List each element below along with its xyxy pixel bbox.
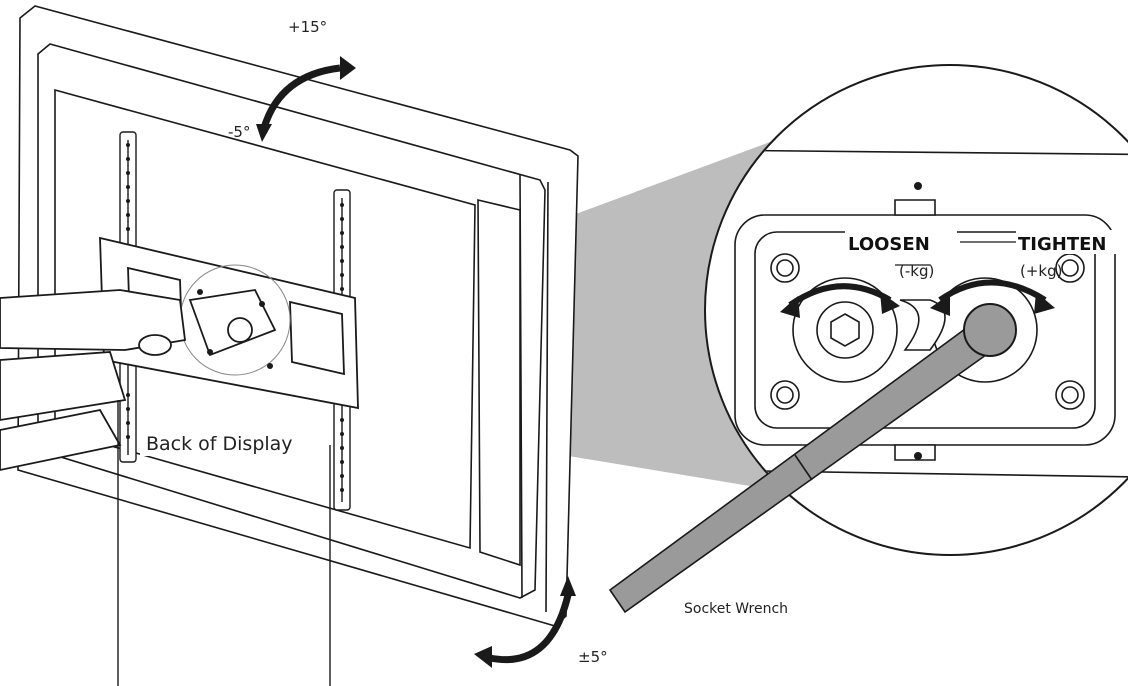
loosen-arrow-icon bbox=[788, 283, 892, 308]
tighten-label: TIGHTEN bbox=[1018, 234, 1106, 255]
rail-hole bbox=[340, 245, 344, 249]
swivel-arrow-icon bbox=[489, 594, 572, 664]
tilt-up-label: +15° bbox=[288, 18, 327, 36]
rail-hole bbox=[340, 217, 344, 221]
tilt-arrow-head-up bbox=[340, 56, 356, 80]
back-label-bg bbox=[140, 424, 318, 456]
rail-hole bbox=[126, 143, 130, 147]
swivel-label: ±5° bbox=[578, 648, 608, 666]
tighten-arrow-icon bbox=[938, 279, 1047, 303]
leader-lines bbox=[117, 400, 331, 686]
rail-hole bbox=[126, 185, 130, 189]
rail-holes bbox=[126, 143, 344, 492]
socket-wrench-label: Socket Wrench bbox=[684, 601, 788, 617]
loosen-arrow-head-left bbox=[780, 296, 800, 318]
tilt-arrow-head-down bbox=[256, 124, 272, 142]
rail-hole bbox=[126, 199, 130, 203]
rail-hole bbox=[126, 435, 130, 439]
rail-hole bbox=[126, 171, 130, 175]
loosen-label-bg bbox=[845, 230, 957, 254]
rail-hole bbox=[340, 259, 344, 263]
loosen-arrow-head-right bbox=[880, 292, 900, 314]
rail-hole bbox=[126, 213, 130, 217]
socket-wrench bbox=[608, 303, 1017, 614]
rail-hole bbox=[126, 157, 130, 161]
label-leaders bbox=[895, 241, 1018, 266]
rail-hole bbox=[126, 393, 130, 397]
loosen-unit-label: (-kg) bbox=[899, 262, 934, 280]
rail-hole bbox=[340, 474, 344, 478]
swivel-arrow-head-right bbox=[560, 576, 576, 596]
tighten-arrow-head-right bbox=[1034, 292, 1055, 314]
rail-hole bbox=[340, 488, 344, 492]
rail-hole bbox=[340, 460, 344, 464]
rail-hole bbox=[126, 227, 130, 231]
rail-hole bbox=[340, 446, 344, 450]
mount-bolts bbox=[197, 289, 273, 369]
rail-hole bbox=[340, 432, 344, 436]
swivel-arrow-head-left bbox=[474, 646, 492, 668]
rail-hole bbox=[340, 273, 344, 277]
rail-hole bbox=[126, 421, 130, 425]
tighten-arrow-head-left bbox=[930, 294, 950, 316]
rail-hole bbox=[340, 418, 344, 422]
tilt-down-label: -5° bbox=[228, 123, 250, 141]
articulating-arm bbox=[0, 289, 277, 471]
tighten-unit-label: (+kg) bbox=[1020, 262, 1062, 280]
rail-hole bbox=[340, 203, 344, 207]
rail-hole bbox=[126, 407, 130, 411]
tighten-label-bg bbox=[1016, 230, 1126, 254]
loosen-label: LOOSEN bbox=[848, 234, 930, 255]
back-of-display-label: Back of Display bbox=[146, 433, 293, 455]
tilt-arrow-icon bbox=[260, 64, 341, 130]
rail-hole bbox=[340, 287, 344, 291]
rail-hole bbox=[340, 231, 344, 235]
